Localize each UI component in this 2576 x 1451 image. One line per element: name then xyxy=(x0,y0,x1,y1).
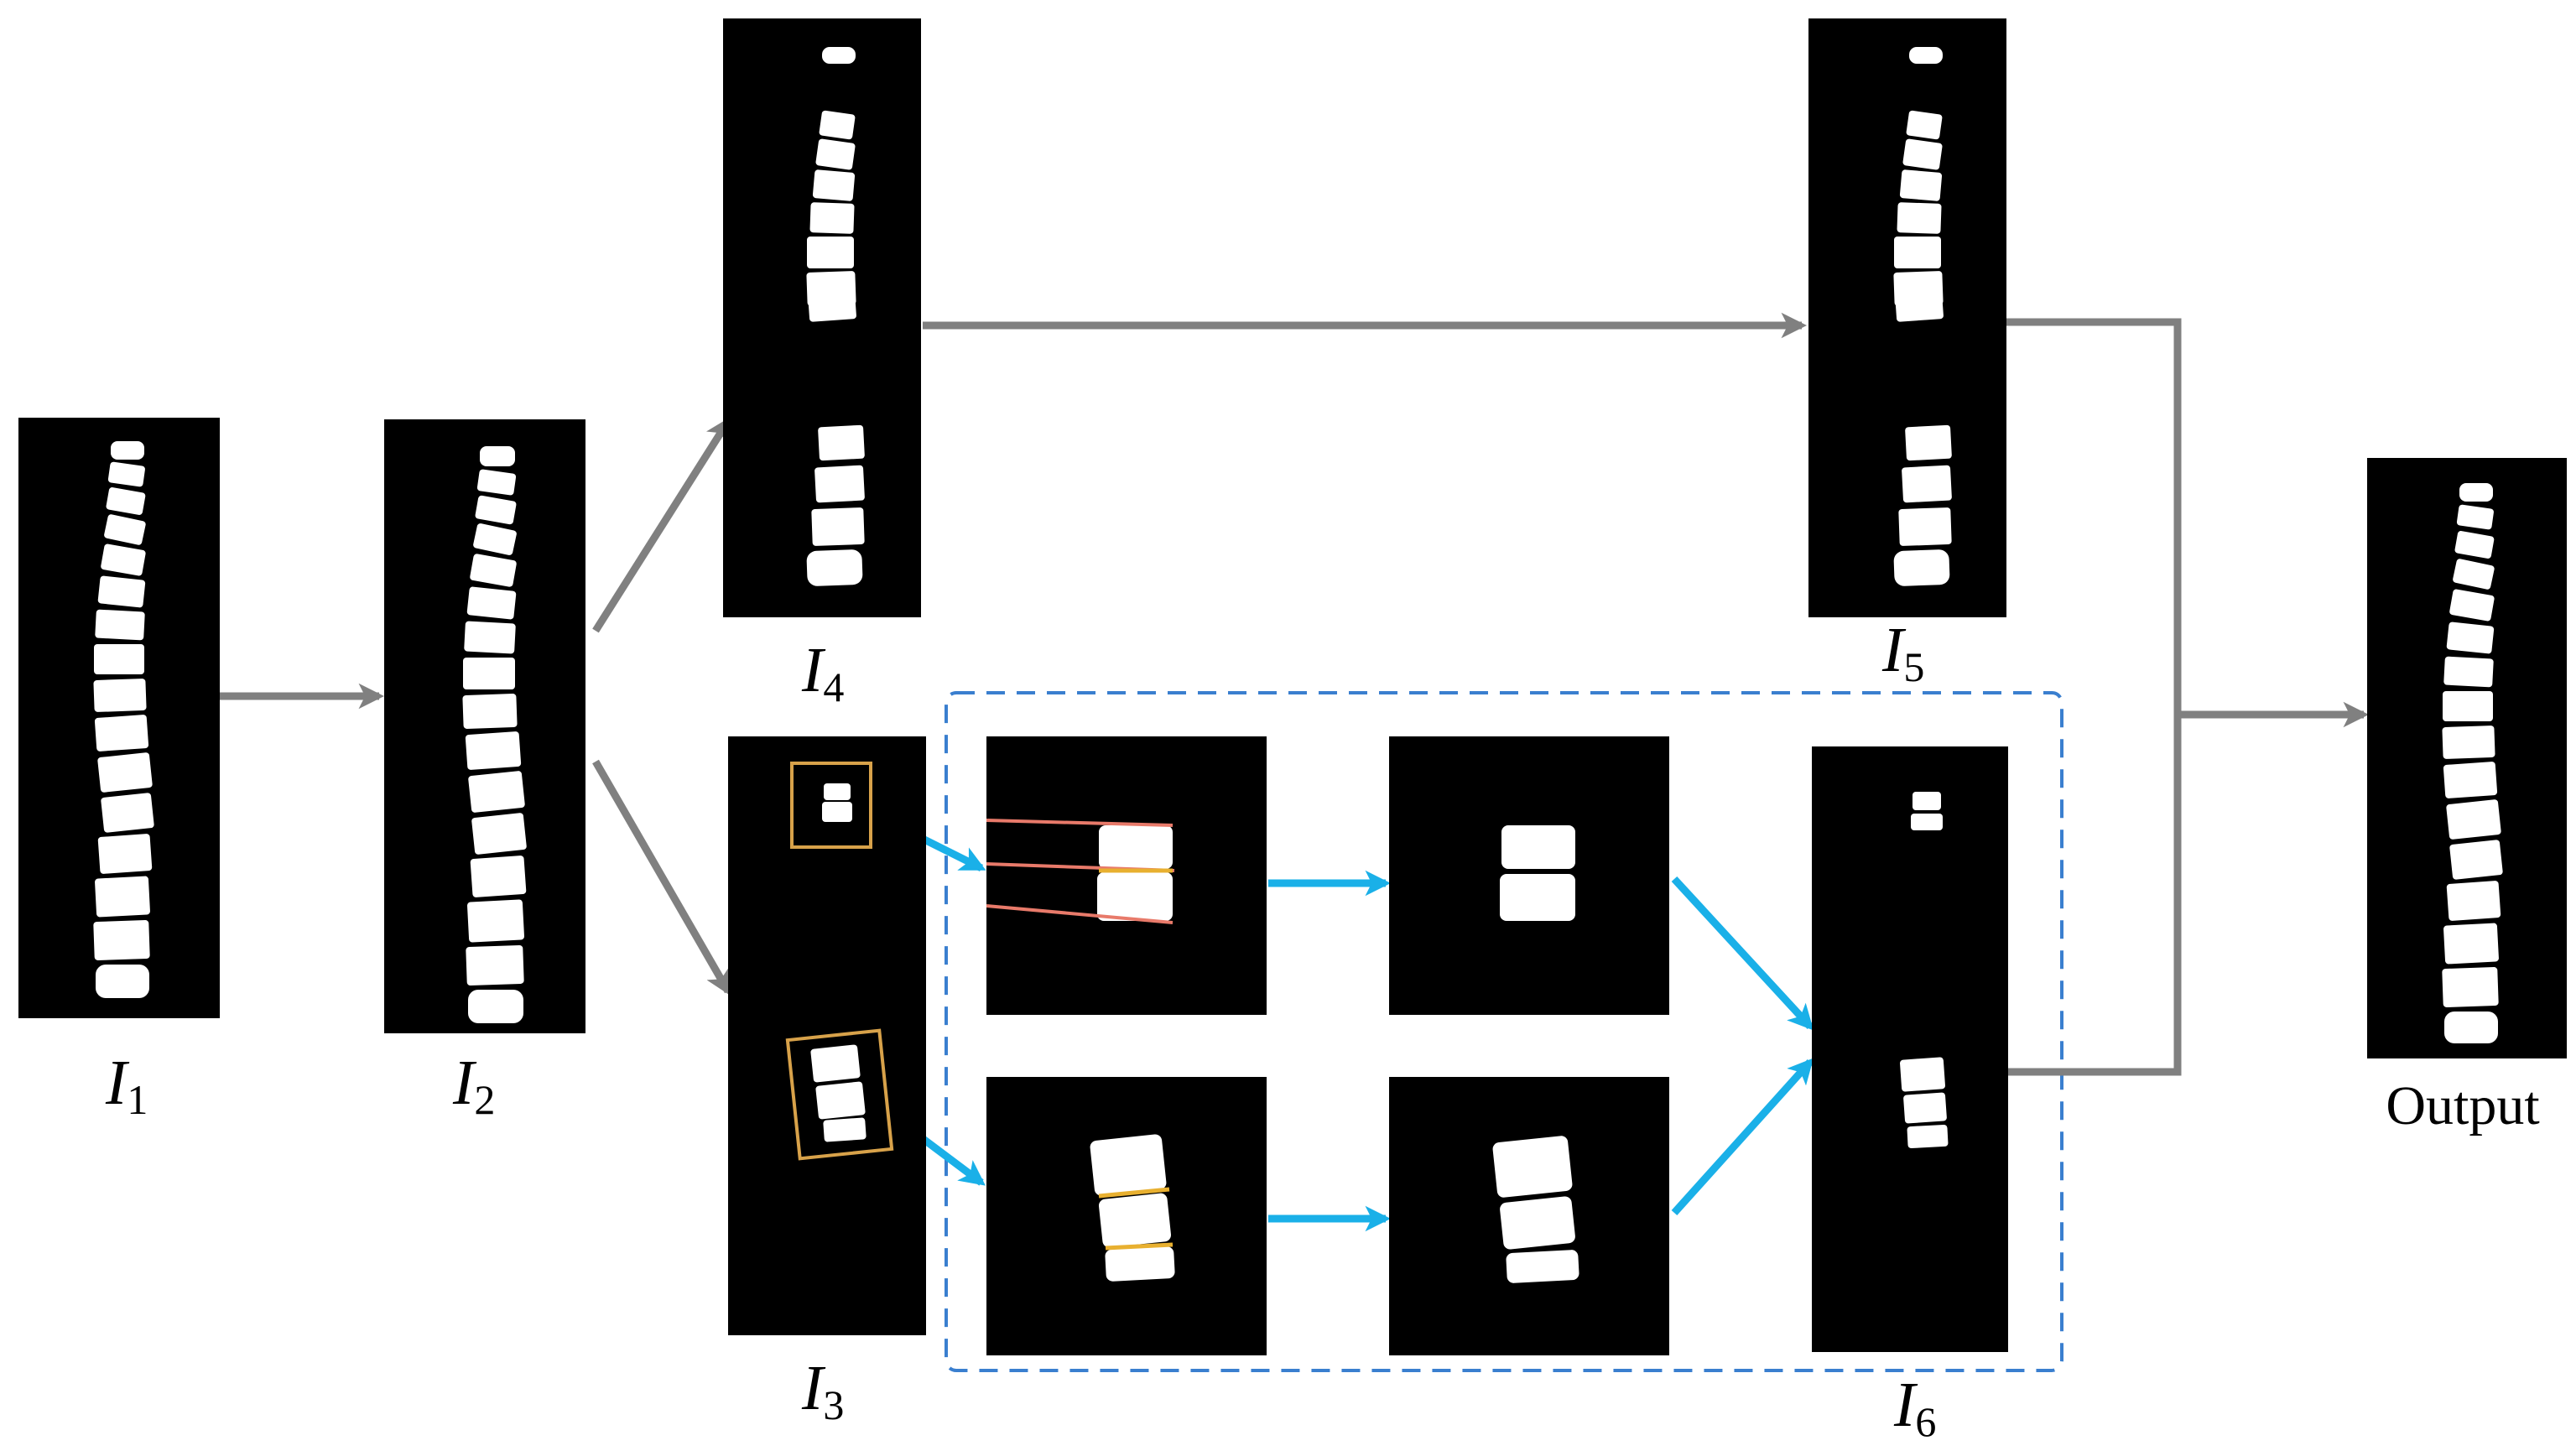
label-i3: I3 xyxy=(801,1353,844,1428)
refinement-group-box xyxy=(945,691,2063,1372)
connector-i5 xyxy=(2003,318,2182,715)
image-panel-i4 xyxy=(723,18,921,617)
arrow-i2-to-i3 xyxy=(592,759,731,996)
image-panel-i5 xyxy=(1808,18,2006,617)
split-panel-upper xyxy=(1389,736,1669,1015)
image-panel-i3 xyxy=(728,736,926,1335)
image-panel-i6 xyxy=(1812,746,2008,1352)
arrow-i2-to-i4 xyxy=(592,416,731,633)
connector-i6 xyxy=(2006,715,2182,1076)
label-output: Output xyxy=(2386,1075,2539,1136)
label-i5: I5 xyxy=(1881,615,1924,690)
arrow-split1-to-i6 xyxy=(1671,876,1814,1031)
image-panel-i2 xyxy=(384,419,585,1033)
split-panel-lower xyxy=(1389,1077,1669,1355)
label-i4: I4 xyxy=(801,635,844,710)
blue-flow-arrows xyxy=(866,808,1814,1232)
roi-box-lower xyxy=(785,1028,894,1161)
image-panel-i1 xyxy=(18,418,220,1018)
label-i6: I6 xyxy=(1893,1370,1936,1445)
label-i2: I2 xyxy=(452,1048,495,1123)
label-i1: I1 xyxy=(105,1048,148,1123)
fit-panel-lower xyxy=(986,1077,1267,1355)
fit-panel-upper xyxy=(986,736,1267,1015)
gray-flow-arrows xyxy=(220,312,2370,1076)
roi-box-upper xyxy=(790,762,872,849)
arrow-split2-to-i6 xyxy=(1671,1058,1814,1216)
image-panel-output xyxy=(2367,458,2567,1058)
